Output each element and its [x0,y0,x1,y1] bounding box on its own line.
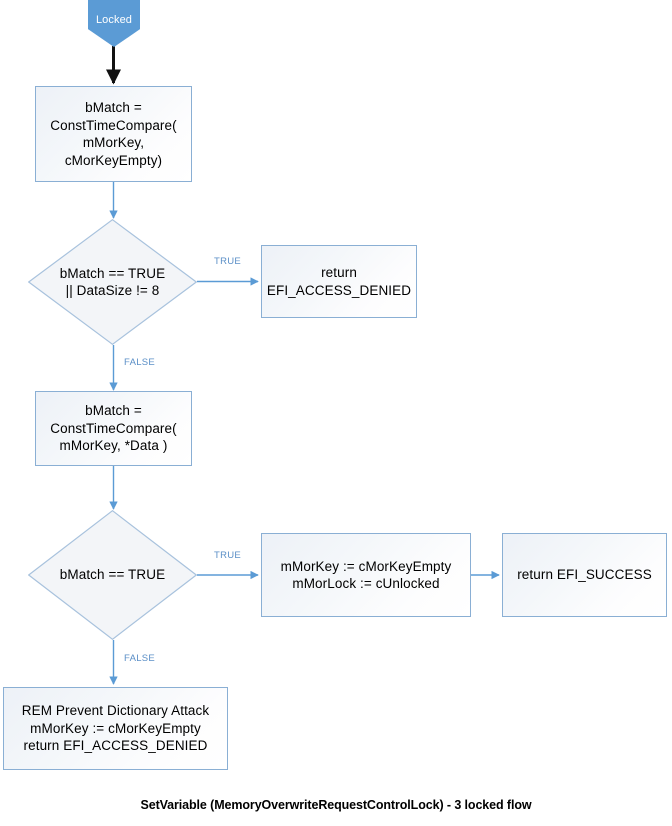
start-node-label: Locked [95,14,133,26]
process-compare-data[interactable]: bMatch = ConstTimeCompare( mMorKey, *Dat… [35,391,192,466]
decision-match-or-datasize-label: bMatch == TRUE || DataSize != 8 [59,265,166,299]
edge-label-decision2-true: TRUE [214,550,242,561]
decision-match-or-datasize[interactable]: bMatch == TRUE || DataSize != 8 [28,219,197,345]
edge-label-decision1-true: TRUE [214,256,242,267]
process-compare-data-label: bMatch = ConstTimeCompare( mMorKey, *Dat… [50,403,177,454]
edge-label-decision2-false: FALSE [124,653,156,664]
process-unlock-actions-label: mMorKey := cMorKeyEmpty mMorLock := cUnl… [280,558,452,592]
decision-diamond-shape [28,510,197,640]
diagram-caption: SetVariable (MemoryOverwriteRequestContr… [140,798,532,812]
decision-match[interactable]: bMatch == TRUE [28,510,197,640]
process-prevent-dictionary-attack-label: REM Prevent Dictionary Attack mMorKey :=… [21,703,210,754]
process-compare-empty[interactable]: bMatch = ConstTimeCompare( mMorKey, cMor… [35,86,192,182]
terminal-return-access-denied-top-label: return EFI_ACCESS_DENIED [266,265,412,298]
terminal-return-access-denied-top[interactable]: return EFI_ACCESS_DENIED [261,245,417,318]
decision-match-label: bMatch == TRUE [59,567,166,583]
process-unlock-actions[interactable]: mMorKey := cMorKeyEmpty mMorLock := cUnl… [261,533,471,617]
decision-diamond-shape [28,219,197,345]
terminal-return-success[interactable]: return EFI_SUCCESS [502,533,667,617]
process-prevent-dictionary-attack[interactable]: REM Prevent Dictionary Attack mMorKey :=… [3,687,228,770]
process-compare-empty-label: bMatch = ConstTimeCompare( mMorKey, cMor… [50,100,177,168]
terminal-return-success-label: return EFI_SUCCESS [517,567,652,583]
edge-label-decision1-false: FALSE [124,357,156,368]
